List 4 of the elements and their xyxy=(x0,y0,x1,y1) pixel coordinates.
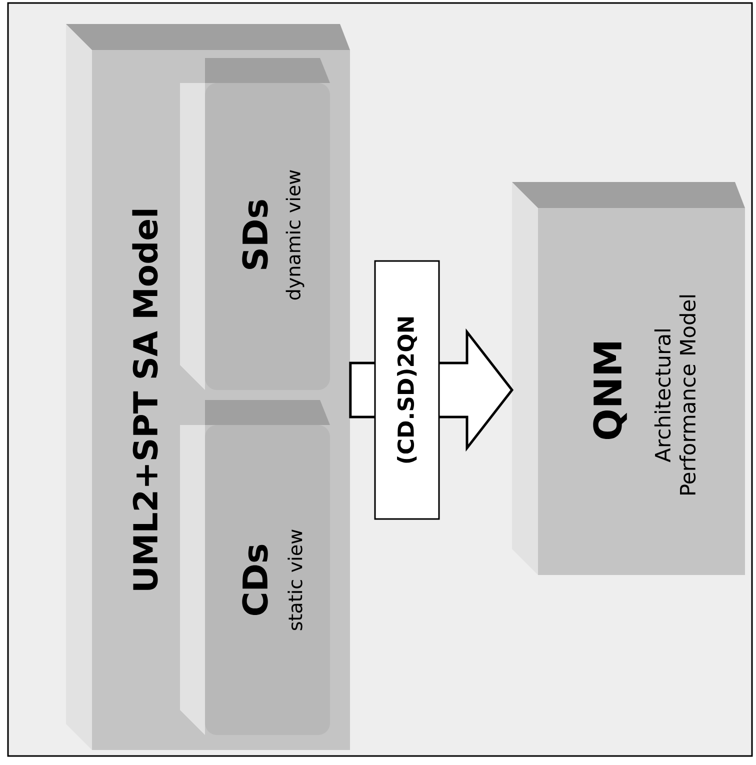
model-box: SDs dynamic view xyxy=(180,58,330,390)
edge-label: (CD.SD)2QN xyxy=(374,260,440,520)
model-box: CDs static view xyxy=(180,400,330,735)
model-box: QNM Architectural Performance Model xyxy=(512,182,745,575)
